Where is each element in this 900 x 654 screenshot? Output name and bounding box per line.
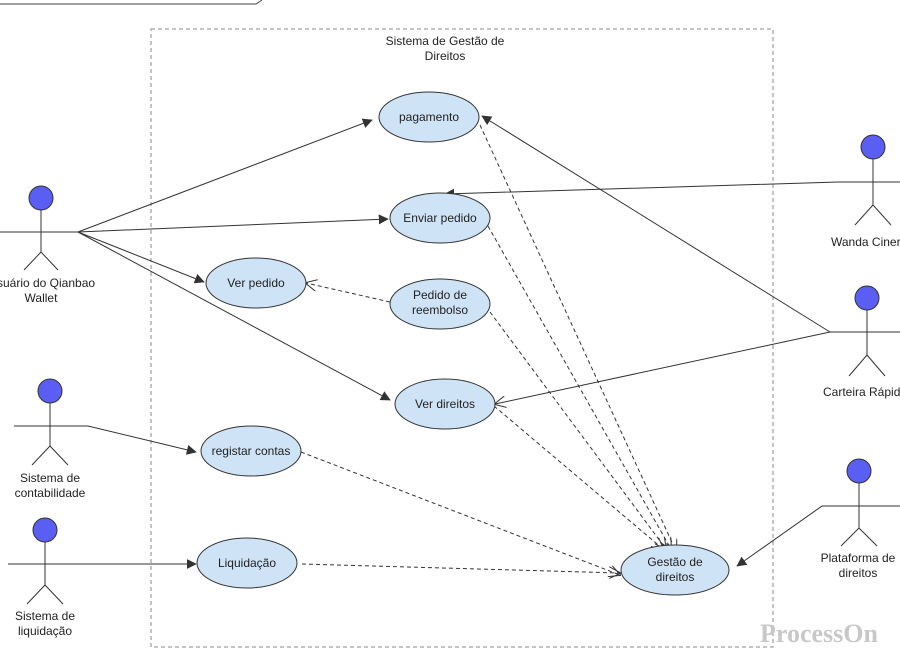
- actor-head-icon: [854, 285, 880, 311]
- dep-liquidacao-gestao: [301, 563, 620, 573]
- usecase-ver-direitos[interactable]: [394, 378, 496, 430]
- assoc-qianbao-enviar: [77, 214, 389, 233]
- actor-plataforma[interactable]: [822, 458, 900, 547]
- actor-wanda-label: Wanda Ciner: [831, 235, 900, 249]
- system-title-line2: Direitos: [425, 49, 466, 63]
- actor-liquidacao-label-1: Sistema de: [15, 609, 75, 623]
- actor-contabilidade[interactable]: [14, 378, 88, 466]
- usecase-ver-direitos-label: Ver direitos: [415, 397, 475, 411]
- actor-head-icon: [28, 185, 54, 211]
- dependencies: [300, 124, 676, 575]
- assoc-carteira-verdireitos: [495, 331, 831, 404]
- actor-plataforma-label-2: direitos: [839, 566, 878, 580]
- usecase-registar-contas[interactable]: [200, 425, 302, 477]
- actor-qianbao-label-2: Wallet: [25, 291, 59, 305]
- usecase-reembolso-label-2: reembolso: [412, 303, 468, 317]
- frame-fragment: [0, 0, 263, 5]
- use-cases: [196, 91, 730, 596]
- dep-verdireitos-gestao: [493, 405, 663, 549]
- usecase-pagamento-label: pagamento: [399, 110, 459, 124]
- assoc-carteira-pagamento: [481, 115, 831, 333]
- usecase-reembolso-label-1: Pedido de: [413, 288, 467, 302]
- actor-head-icon: [37, 378, 63, 404]
- dep-pagamento-gestao: [479, 124, 676, 551]
- system-boundary: [150, 28, 774, 648]
- system-title-line1: Sistema de Gestão de: [386, 34, 505, 48]
- actor-qianbao-label-1: suário do Qianbao: [0, 276, 95, 290]
- usecase-ver-pedido[interactable]: [205, 257, 307, 309]
- actor-carteira-label: Carteira Rápid: [823, 385, 900, 399]
- watermark: ProcessOn: [760, 619, 878, 648]
- actor-carteira[interactable]: [830, 285, 900, 377]
- actor-liquidacao-label-2: liquidação: [18, 624, 72, 638]
- usecase-enviar-pedido[interactable]: [389, 192, 491, 244]
- actor-contabilidade-label-2: contabilidade: [15, 486, 86, 500]
- actor-liquidacao[interactable]: [8, 517, 84, 605]
- assoc-wanda-enviar: [444, 181, 900, 199]
- usecase-gestao-direitos[interactable]: [620, 544, 730, 596]
- usecase-liquidacao-label: Liquidação: [218, 556, 276, 570]
- dep-registar-gestao: [300, 451, 620, 575]
- actor-plataforma-label-1: Plataforma de: [821, 551, 896, 565]
- actor-qianbao[interactable]: [0, 185, 78, 271]
- dep-reembolso-gestao: [489, 311, 666, 549]
- actor-head-icon: [846, 458, 872, 484]
- usecase-pagamento[interactable]: [378, 91, 480, 143]
- actor-head-icon: [860, 134, 886, 160]
- assoc-qianbao-verdireitos: [77, 231, 391, 401]
- assoc-qianbao-verpedido: [77, 231, 205, 284]
- usecase-pedido-reembolso[interactable]: [389, 278, 491, 330]
- actors: [0, 134, 900, 605]
- associations: [8, 115, 900, 569]
- assoc-qianbao-pagamento: [77, 118, 373, 233]
- usecase-ver-pedido-label: Ver pedido: [227, 276, 285, 290]
- usecase-gestao-label-2: direitos: [656, 570, 695, 584]
- actor-contabilidade-label-1: Sistema de: [20, 471, 80, 485]
- usecase-gestao-label-1: Gestão de: [647, 555, 703, 569]
- usecase-registar-label: registar contas: [212, 444, 291, 458]
- dep-enviar-gestao: [487, 225, 671, 549]
- usecase-liquidacao[interactable]: [196, 537, 298, 589]
- dep-reembolso-verpedido: [306, 283, 391, 303]
- actor-head-icon: [32, 517, 58, 543]
- actor-wanda[interactable]: [838, 134, 900, 226]
- assoc-contabilidade-registar: [14, 425, 197, 455]
- usecase-enviar-pedido-label: Enviar pedido: [403, 211, 477, 225]
